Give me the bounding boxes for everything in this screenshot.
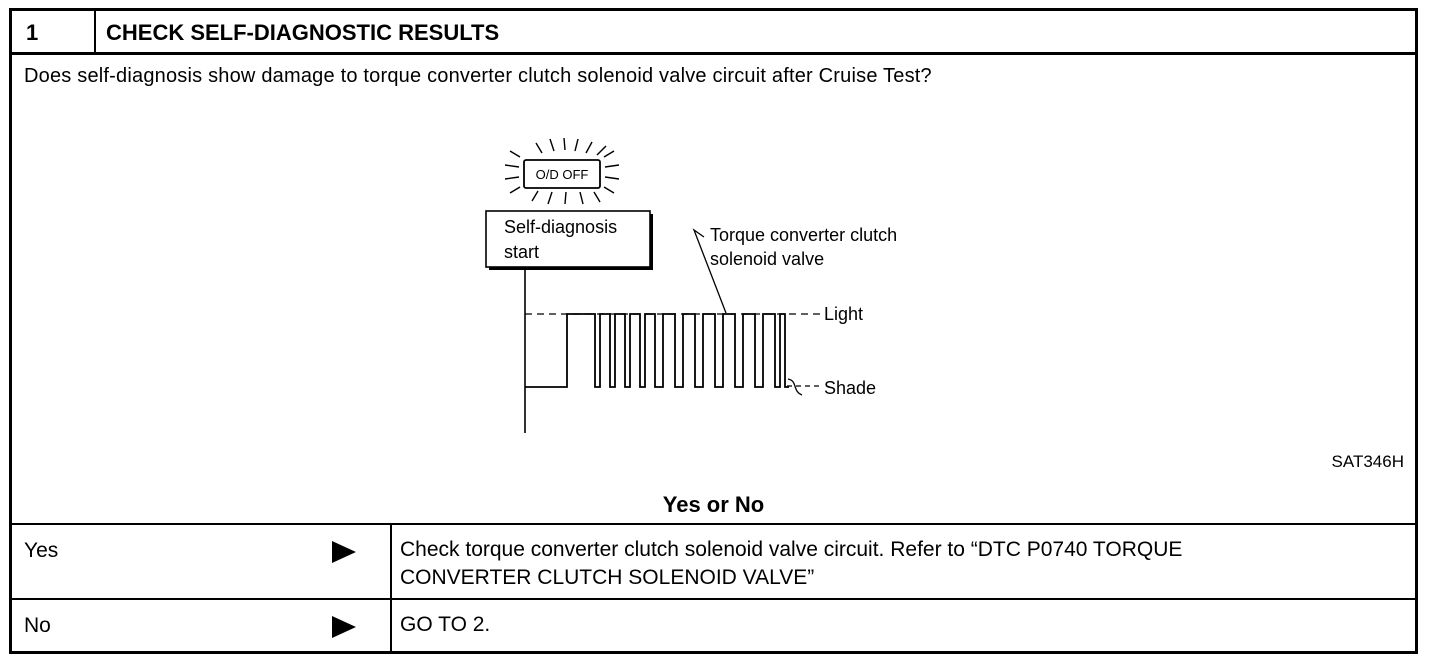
waveform-break-mark	[787, 378, 803, 396]
callout-line1: Torque converter clutch	[710, 225, 897, 245]
arrow-right-icon	[332, 541, 356, 563]
solenoid-pulse-waveform	[525, 313, 789, 388]
arrow-right-icon	[332, 616, 356, 638]
self-diagnosis-waveform-figure: O/D OFF Self-diagnosis start Torque conv…	[485, 137, 897, 433]
answers-middle-divider	[12, 598, 1415, 600]
self-diagnosis-start-box	[485, 210, 651, 268]
tcc-callout-leader	[692, 228, 727, 314]
step-title: CHECK SELF-DIAGNOSTIC RESULTS	[96, 11, 1415, 55]
answer-yes-action-line1: Check torque converter clutch solenoid v…	[400, 538, 1183, 561]
figure-code: SAT346H	[1331, 452, 1404, 471]
answer-no-label: No	[24, 614, 51, 637]
start-box-line1: Self-diagnosis	[504, 217, 617, 237]
answer-no-action-line1: GO TO 2.	[400, 613, 491, 636]
diagnostic-step-table: 1 CHECK SELF-DIAGNOSTIC RESULTS Does sel…	[9, 8, 1418, 654]
shade-level-label: Shade	[824, 378, 876, 398]
callout-line2: solenoid valve	[710, 249, 824, 269]
answer-yes-action-line2: CONVERTER CLUTCH SOLENOID VALVE”	[400, 566, 815, 589]
od-off-lamp-label: O/D OFF	[536, 167, 589, 182]
light-level-label: Light	[824, 304, 863, 324]
lamp-flash-rays	[504, 137, 620, 205]
answers-top-divider	[12, 523, 1415, 525]
answer-yes-action: Check torque converter clutch solenoid v…	[400, 536, 1375, 592]
od-off-lamp	[523, 159, 601, 189]
answer-yes-label: Yes	[24, 539, 59, 562]
start-box-line2: start	[504, 242, 539, 262]
step-number: 1	[12, 11, 96, 55]
diagnostic-question: Does self-diagnosis show damage to torqu…	[24, 65, 932, 87]
answers-column-divider	[390, 523, 392, 651]
answer-no-action: GO TO 2.	[400, 611, 1375, 639]
decision-title: Yes or No	[662, 492, 765, 517]
